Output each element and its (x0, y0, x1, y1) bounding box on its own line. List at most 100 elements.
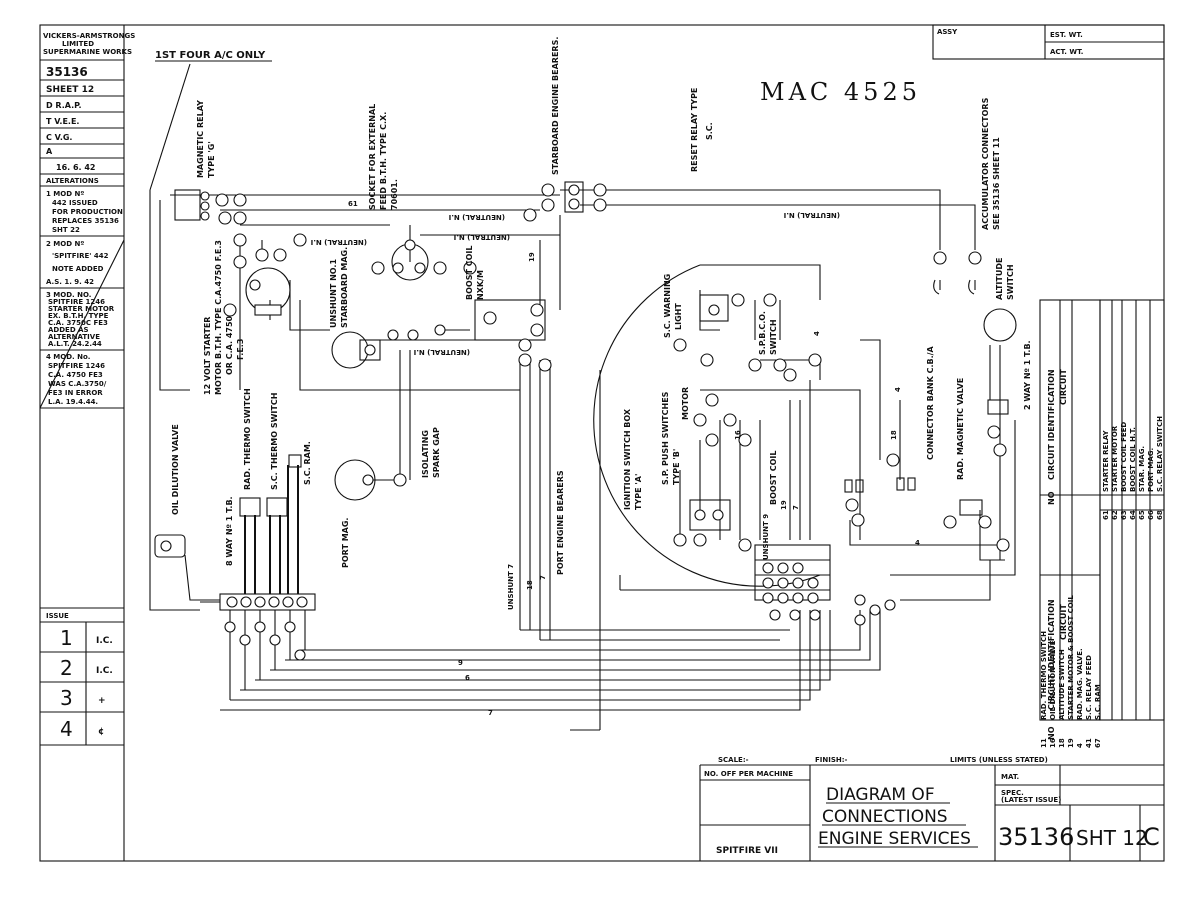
label-neutral-4: (NEUTRAL) N.I (784, 211, 840, 219)
left-table-row-no: 16 (1049, 738, 1057, 748)
starter-motor (245, 267, 291, 316)
right-table-row-no: 62 (1111, 510, 1119, 520)
connector-bank-terminals (762, 562, 896, 626)
maker-line-1: VICKERS-ARMSTRONGS (43, 32, 135, 40)
label-push-2: TYPE 'B' (672, 449, 681, 485)
altitude-switch (933, 251, 1017, 552)
assy-label: ASSY (937, 28, 958, 36)
title-line-3: ENGINE SERVICES (818, 829, 971, 849)
left-table-row-name: S.C. RAM (1094, 684, 1102, 720)
circuit-table-left: CIRCUIT IDENTIFICATION CIRCUIT NO (1039, 299, 1101, 740)
wire-no-6: 6 (465, 674, 470, 682)
label-magnetic-relay-2: TYPE 'G' (207, 141, 216, 178)
top-note-leader (149, 63, 191, 191)
wire-no-7: 7 (539, 575, 547, 580)
wire-no-19b: 19 (780, 500, 788, 510)
left-table-row-no: 4 (1076, 743, 1084, 748)
wire-no-18: 18 (890, 430, 898, 440)
push-switches (693, 368, 797, 447)
wire-no-7b: 7 (792, 505, 800, 510)
right-table-row-name: STARTER RELAY (1102, 429, 1110, 492)
issue-init-4: ¢ (98, 727, 104, 737)
wire-no-4b: 4 (813, 331, 821, 336)
left-table-header-2: CIRCUIT (1059, 604, 1068, 640)
mat-label: MAT. (1001, 773, 1019, 781)
title-drawing-no: 35136 (998, 823, 1074, 851)
rad-magnetic-valve (844, 453, 992, 529)
left-table-row-name: ALTITUDE SWITCH (1058, 649, 1066, 720)
svg-text:442 ISSUED: 442 ISSUED (52, 199, 98, 207)
label-reset-relay-1: RESET RELAY TYPE (690, 88, 699, 172)
limits-label: LIMITS (UNLESS STATED) (950, 756, 1048, 764)
component-labels: MAGNETIC RELAY TYPE 'G' SOCKET FOR EXTER… (171, 37, 1032, 610)
spec-label-1: SPEC. (1001, 789, 1024, 797)
no-off-label: NO. OFF PER MACHINE (704, 770, 793, 778)
left-table-header-1: CIRCUIT IDENTIFICATION (1047, 599, 1056, 710)
svg-text:EX. B.T.H. TYPE: EX. B.T.H. TYPE (48, 312, 109, 320)
label-connector-bank: CONNECTOR BANK C.B./A (926, 345, 935, 460)
left-table-row-no: 41 (1085, 738, 1093, 748)
spec-label-2: (LATEST ISSUE) (1001, 796, 1061, 804)
wire-no-19: 19 (528, 252, 536, 262)
label-spbco-2: SWITCH (769, 319, 778, 355)
wire-numbers: 61 19 18 4 4 16 18 7 19 7 9 6 7 4 (348, 200, 920, 717)
label-port-mag: PORT MAG. (341, 518, 350, 568)
right-table-row-no: 68 (1156, 510, 1164, 520)
svg-text:FOR PRODUCTION: FOR PRODUCTION (52, 208, 123, 216)
svg-text:A.S. 1. 9. 42: A.S. 1. 9. 42 (46, 278, 94, 286)
wire-terminals (223, 208, 552, 372)
act-wt-label: ACT. WT. (1050, 48, 1083, 56)
label-sc-thermo: S.C. THERMO SWITCH (270, 393, 279, 490)
label-socket-3: 70601. (390, 179, 399, 210)
oil-dilution-valve (154, 534, 186, 558)
reset-relay (673, 293, 822, 372)
label-neutral-3: (NEUTRAL) N.I (454, 233, 510, 241)
label-ignition-2: TYPE 'A' (634, 474, 643, 510)
svg-text:C.A. 3750C FE3: C.A. 3750C FE3 (48, 319, 108, 327)
title-rev: C (1143, 823, 1160, 851)
alteration-4: 4 MOD. No. SPITFIRE 1246 C.A. 4750 FE3 W… (46, 353, 107, 406)
svg-text:ALTERNATIVE: ALTERNATIVE (48, 333, 100, 341)
issue-init-3: + (98, 696, 106, 706)
right-table-row-no: 63 (1120, 510, 1128, 520)
components (154, 181, 1017, 661)
label-boost-coil-1: BOOST COIL (465, 246, 474, 300)
label-neutral-5: (NEUTRAL) N.I (414, 348, 470, 356)
svg-text:'SPITFIRE' 442: 'SPITFIRE' 442 (52, 252, 109, 260)
right-table-row-name: S.C. RELAY SWITCH (1156, 416, 1164, 492)
alteration-2: 2 MOD Nº 'SPITFIRE' 442 NOTE ADDED A.S. … (46, 240, 109, 286)
label-isolating-2: SPARK GAP (432, 427, 441, 478)
svg-text:WAS C.A.3750/: WAS C.A.3750/ (48, 380, 107, 388)
wire-no-4: 4 (894, 387, 902, 392)
left-terminal-block (224, 596, 308, 661)
title-line-1: DIAGRAM OF (826, 785, 935, 805)
est-wt-label: EST. WT. (1050, 31, 1083, 39)
svg-text:L.A. 19.4.44.: L.A. 19.4.44. (48, 398, 98, 406)
right-table-row-no: 66 (1147, 510, 1155, 520)
svg-text:REPLACES 35136: REPLACES 35136 (52, 217, 119, 225)
wire-no-4c: 4 (915, 539, 920, 547)
left-table-row-no: 18 (1058, 738, 1066, 748)
alteration-3: 3 MOD. NO. SPITFIRE 1246 STARTER MOTOR E… (46, 291, 115, 348)
label-stbd-mag-2: STARBOARD MAG. (340, 247, 349, 328)
label-sc-ram: S.C. RAM. (303, 441, 312, 485)
right-table-row-no: 61 (1102, 510, 1110, 520)
label-starter-2: MOTOR B.T.H. TYPE C.A.4750 F.E.3 (214, 240, 223, 395)
svg-text:SHT 22: SHT 22 (52, 226, 80, 234)
left-table-col-no: NO (1047, 726, 1056, 740)
left-table-row-no: 11 (1040, 738, 1048, 748)
signature-d: D R.A.P. (46, 101, 82, 110)
label-starboard-bearers: STARBOARD ENGINE BEARERS. (551, 37, 560, 175)
label-sc-warning-1: S.C. WARNING (663, 274, 672, 338)
label-isolating-1: ISOLATING (421, 430, 430, 478)
wire-no-61: 61 (348, 200, 358, 208)
signature-a: A (46, 147, 53, 156)
wire-no-9: 9 (458, 659, 463, 667)
left-table-row-no: 19 (1067, 738, 1075, 748)
label-altitude-1: ALTITUDE (995, 258, 1004, 300)
leader-line (39, 239, 125, 409)
right-table-row-name: BOOST COIL FEED (1120, 422, 1128, 492)
label-unshunt-7: UNSHUNT 7 (507, 564, 515, 610)
label-unshunt-9: UNSHUNT 9 (762, 514, 770, 560)
left-table-row-name: OIL DILUTION VALVE (1049, 640, 1057, 720)
